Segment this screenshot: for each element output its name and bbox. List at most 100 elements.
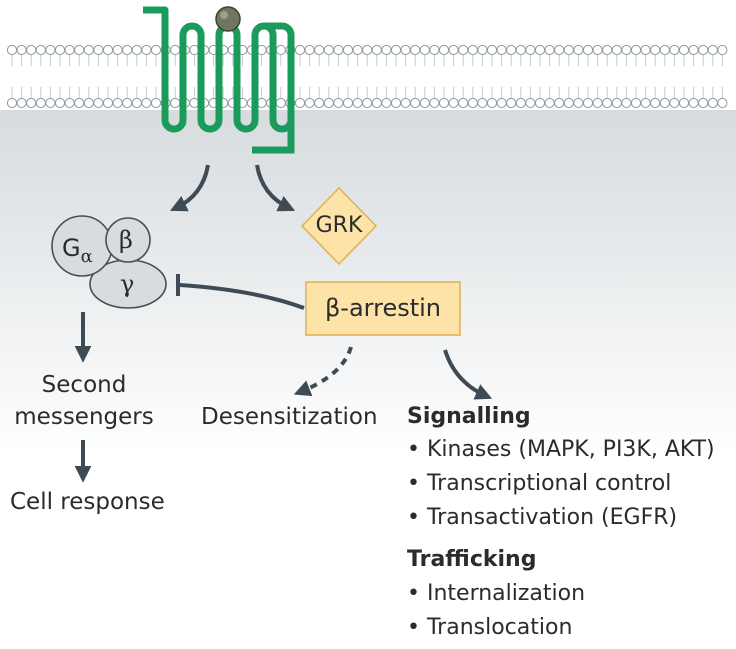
lipid-head <box>467 97 478 109</box>
trafficking-item: • Translocation <box>407 615 573 640</box>
lipid-head <box>602 97 613 109</box>
lipid-head <box>438 97 450 109</box>
lipid-head <box>390 44 402 56</box>
grk-diamond <box>300 186 378 266</box>
lipid-head <box>342 44 354 56</box>
lipid-head <box>294 44 306 56</box>
lipid-head <box>6 97 18 109</box>
lipid-head <box>150 44 162 56</box>
lipid-head <box>563 97 574 109</box>
lipid-head <box>83 44 94 56</box>
lipid-head <box>102 97 114 109</box>
lipid-head <box>333 44 344 56</box>
lipid-head <box>698 97 709 109</box>
lipid-head <box>141 97 152 109</box>
gprotein-alpha-label: Gα <box>62 234 93 266</box>
lipid-head <box>64 44 75 56</box>
lipid-head <box>102 44 114 56</box>
lipid-head <box>410 97 421 109</box>
lipid-head <box>26 97 37 109</box>
lipid-head <box>525 97 536 109</box>
lipid-head <box>410 44 421 56</box>
lipid-head <box>381 44 392 56</box>
lipid-head <box>467 44 478 56</box>
lipid-head <box>400 97 411 109</box>
lipid-head <box>45 44 56 56</box>
lipid-head <box>429 97 440 109</box>
inhibition-arrestin-to-gprotein <box>179 283 305 310</box>
lipid-head <box>669 97 680 109</box>
lipid-head <box>698 44 709 56</box>
lipid-head <box>630 44 642 56</box>
gprotein-alpha-main: G <box>62 234 81 262</box>
lipid-head <box>314 44 325 56</box>
arrow-receptor-to-grk <box>255 164 296 212</box>
second-messengers-label-line2: messengers <box>14 404 154 430</box>
lipid-head <box>112 97 123 109</box>
lipid-head <box>458 97 469 109</box>
lipid-head <box>93 44 104 56</box>
lipid-head <box>592 97 603 109</box>
lipid-head <box>515 97 526 109</box>
cell-response-label: Cell response <box>10 489 165 515</box>
lipid-head <box>496 44 507 56</box>
lipid-head <box>640 97 651 109</box>
lipid-head <box>477 97 488 109</box>
lipid-head <box>573 44 584 56</box>
lipid-head <box>717 44 728 56</box>
signalling-item: • Transcriptional control <box>407 471 672 496</box>
signalling-item: • Transactivation (EGFR) <box>407 505 678 530</box>
lipid-head <box>582 44 594 56</box>
lipid-head <box>458 44 469 56</box>
lipid-head <box>16 97 27 109</box>
trafficking-item: • Internalization <box>407 581 586 606</box>
lipid-head <box>534 97 546 109</box>
lipid-head <box>16 44 27 56</box>
lipid-head <box>678 44 690 56</box>
lipid-head <box>122 97 133 109</box>
lipid-head <box>314 97 325 109</box>
lipid-head <box>486 97 498 109</box>
lipid-head <box>688 44 699 56</box>
lipid-head <box>554 97 565 109</box>
lipid-head <box>371 44 382 56</box>
lipid-head <box>611 97 622 109</box>
lipid-head <box>669 44 680 56</box>
second-messengers-label-line1: Second <box>41 372 127 398</box>
lipid-head <box>35 97 46 109</box>
lipid-head <box>26 44 37 56</box>
lipid-head <box>640 44 651 56</box>
lipid-head <box>419 44 430 56</box>
lipid-head <box>362 44 373 56</box>
lipid-head <box>323 44 334 56</box>
lipid-head <box>150 97 162 109</box>
lipid-head <box>659 97 670 109</box>
arrow-arrestin-to-signalling <box>443 349 493 400</box>
lipid-head <box>438 44 450 56</box>
lipid-head <box>525 44 536 56</box>
lipid-head <box>304 44 315 56</box>
arrow-receptor-to-gprotein <box>169 164 210 212</box>
lipid-head <box>448 97 459 109</box>
lipid-head <box>563 44 574 56</box>
lipid-head <box>554 44 565 56</box>
lipid-head <box>83 97 94 109</box>
arrestin-box <box>305 281 461 336</box>
lipid-head <box>717 97 728 109</box>
lipid-head <box>496 97 507 109</box>
lipid-head <box>678 97 690 109</box>
grk-label: GRK <box>315 213 363 238</box>
lipid-head <box>170 97 181 109</box>
lipid-head <box>275 44 286 56</box>
arrow-arrestin-to-desensitization <box>293 346 353 397</box>
lipid-head <box>448 44 459 56</box>
lipid-head <box>304 97 315 109</box>
lipid-head <box>573 97 584 109</box>
membrane-core <box>8 56 730 96</box>
arrestin-label: β-arrestin <box>324 294 442 322</box>
seven-transmembrane-receptor-icon <box>143 6 295 133</box>
signalling-title: Signalling <box>407 404 531 429</box>
lipid-head <box>506 44 517 56</box>
lipid-head <box>592 44 603 56</box>
lipid-head <box>54 97 66 109</box>
